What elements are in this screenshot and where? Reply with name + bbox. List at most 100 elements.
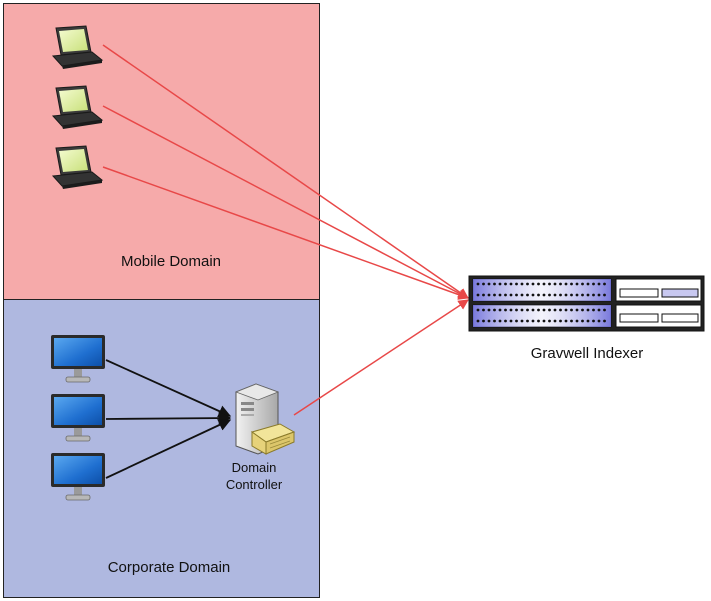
rack-port-dot <box>603 282 606 286</box>
rack-port-dot <box>515 293 518 297</box>
rack-port-dot <box>586 282 590 286</box>
rack-port-dot <box>482 308 485 312</box>
rack-port-dot <box>597 282 601 286</box>
rack-port-dot <box>559 319 562 323</box>
rack-port-dot <box>509 282 513 286</box>
arrow-laptop-2 <box>102 105 469 299</box>
rack-port-dot <box>570 293 573 297</box>
mobile-to-indexer-arrows <box>102 44 469 416</box>
rack-port-dot <box>553 319 557 323</box>
rack-port-dot <box>559 308 562 312</box>
rack-port-dot <box>504 308 507 312</box>
rack-port-dot <box>603 319 606 323</box>
rack-port-dot <box>487 282 491 286</box>
rack-port-dot <box>586 308 590 312</box>
arrow-desktop-2 <box>105 411 232 425</box>
rack-port-dot <box>592 282 595 286</box>
corporate-domain-label: Corporate Domain <box>108 559 231 576</box>
domain-controller-label-line1: Domain <box>232 460 277 475</box>
gravwell-indexer-label: Gravwell Indexer <box>531 345 644 362</box>
rack-port-dot <box>581 308 584 312</box>
rack-port-dot <box>553 293 557 297</box>
rack-port-dot <box>597 293 601 297</box>
rack-port-dot <box>498 282 502 286</box>
rack-port-dot <box>564 308 568 312</box>
rack-port-dot <box>493 319 496 323</box>
rack-port-dot <box>504 319 507 323</box>
rack-port-dot <box>509 319 513 323</box>
desktop-to-controller-arrows <box>105 359 232 479</box>
rack-port-dot <box>515 282 518 286</box>
rack-port-dot <box>515 308 518 312</box>
rack-port-dot <box>493 293 496 297</box>
rack-port-dot <box>520 319 524 323</box>
rack-port-dot <box>504 282 507 286</box>
rack-port-dot <box>537 319 540 323</box>
rack-port-dot <box>537 308 540 312</box>
arrow-controller <box>293 299 469 416</box>
rack-port-dot <box>531 293 535 297</box>
rack-port-dot <box>586 319 590 323</box>
rack-port-dot <box>592 319 595 323</box>
rack-port-dot <box>592 293 595 297</box>
rack-port-dot <box>592 308 595 312</box>
rack-port-dot <box>542 282 546 286</box>
scroll-icon <box>250 423 296 455</box>
rack-port-dot <box>520 293 524 297</box>
rack-port-dot <box>526 282 529 286</box>
rack-port-dot <box>498 319 502 323</box>
rack-port-dot <box>487 308 491 312</box>
rack-port-dot <box>476 319 480 323</box>
rack-port-dot <box>559 293 562 297</box>
rack-port-dot <box>487 319 491 323</box>
rack-port-dot <box>498 293 502 297</box>
rack-port-dot <box>597 319 601 323</box>
arrow-desktop-1 <box>105 359 232 418</box>
rack-port-dot <box>476 308 480 312</box>
rack-port-dot <box>603 308 606 312</box>
rack-port-dot <box>526 319 529 323</box>
rack-port-dot <box>520 308 524 312</box>
rack-port-dot <box>575 319 579 323</box>
rack-port-dot <box>482 319 485 323</box>
rack-port-dot <box>542 293 546 297</box>
rack-port-dot <box>531 282 535 286</box>
rack-port-dot <box>526 293 529 297</box>
rack-port-dot <box>570 308 573 312</box>
rack-port-dot <box>597 308 601 312</box>
rack-port-dot <box>581 282 584 286</box>
rack-port-dot <box>526 308 529 312</box>
rack-port-dot <box>520 282 524 286</box>
rack-port-dot <box>581 293 584 297</box>
rack-port-dot <box>586 293 590 297</box>
rack-port-dot <box>559 282 562 286</box>
rack-port-dot <box>482 282 485 286</box>
domain-controller-label-line2: Controller <box>226 477 283 492</box>
rack-port-dot <box>570 282 573 286</box>
rack-port-dot <box>603 293 606 297</box>
arrow-laptop-1 <box>102 44 469 299</box>
rack-port-dot <box>509 293 513 297</box>
rack-port-dot <box>581 319 584 323</box>
arrow-desktop-3 <box>105 419 232 479</box>
rack-port-dot <box>493 308 496 312</box>
rack-port-dot <box>509 308 513 312</box>
rack-port-dot <box>548 293 551 297</box>
rack-port-dot <box>570 319 573 323</box>
rack-port-dot <box>531 308 535 312</box>
rack-port-dot <box>542 308 546 312</box>
rack-port-dot <box>493 282 496 286</box>
rack-port-dot <box>476 282 480 286</box>
rack-port-dot <box>553 308 557 312</box>
rack-port-dot <box>476 293 480 297</box>
rack-port-dot <box>564 293 568 297</box>
rack-port-dot <box>575 308 579 312</box>
rack-port-dot <box>542 319 546 323</box>
rack-port-dot <box>575 293 579 297</box>
rack-port-dot <box>548 308 551 312</box>
rack-port-dot <box>498 308 502 312</box>
rack-port-dot <box>537 293 540 297</box>
rack-server-icon <box>468 275 705 332</box>
rack-port-dot <box>575 282 579 286</box>
